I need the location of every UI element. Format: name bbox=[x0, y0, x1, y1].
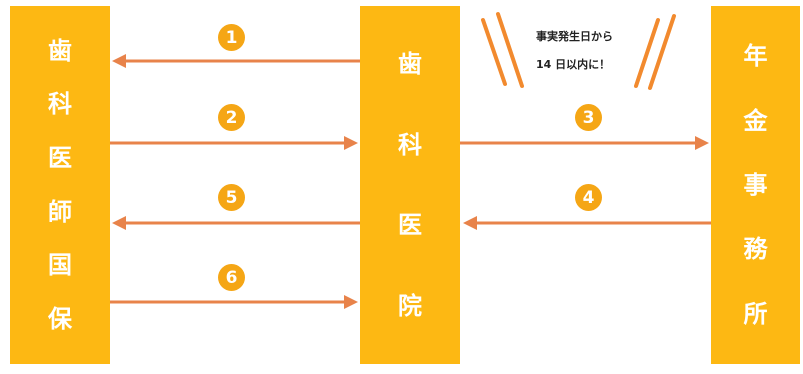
arrow-6 bbox=[110, 295, 358, 309]
box-char: 科 bbox=[398, 130, 422, 159]
box-char: 国 bbox=[48, 251, 72, 280]
emphasis-lines-right bbox=[634, 14, 676, 90]
step-5-badge: 5 bbox=[218, 184, 245, 211]
emphasis-lines-left bbox=[481, 12, 524, 88]
step-1-badge: 1 bbox=[218, 24, 245, 51]
box-char: 年 bbox=[743, 42, 768, 71]
dental-insurance-box: 歯 科 医 師 国 保 bbox=[10, 6, 110, 364]
box-char: 師 bbox=[48, 197, 72, 226]
deadline-note-line1: 事実発生日から bbox=[536, 30, 613, 43]
arrow-5 bbox=[112, 216, 360, 230]
box-char: 科 bbox=[48, 90, 72, 119]
box-char: 医 bbox=[398, 211, 422, 240]
arrow-4 bbox=[463, 216, 711, 230]
arrow-2 bbox=[110, 136, 358, 150]
arrow-1 bbox=[112, 54, 360, 68]
box-char: 所 bbox=[743, 299, 768, 328]
deadline-note-line2: 14 日以内に！ bbox=[536, 58, 611, 71]
box-char: 歯 bbox=[48, 36, 72, 65]
step-2-badge: 2 bbox=[218, 104, 245, 131]
step-3-badge: 3 bbox=[575, 104, 602, 131]
pension-office-box: 年 金 事 務 所 bbox=[711, 6, 800, 364]
box-char: 務 bbox=[743, 235, 768, 264]
dental-clinic-box: 歯 科 医 院 bbox=[360, 6, 460, 364]
step-6-badge: 6 bbox=[218, 264, 245, 291]
box-char: 歯 bbox=[398, 50, 422, 79]
box-char: 事 bbox=[743, 170, 768, 199]
arrow-3 bbox=[460, 136, 709, 150]
box-char: 金 bbox=[743, 106, 768, 135]
step-4-badge: 4 bbox=[575, 184, 602, 211]
box-char: 保 bbox=[48, 305, 72, 334]
box-char: 医 bbox=[48, 144, 72, 173]
box-char: 院 bbox=[398, 291, 422, 320]
